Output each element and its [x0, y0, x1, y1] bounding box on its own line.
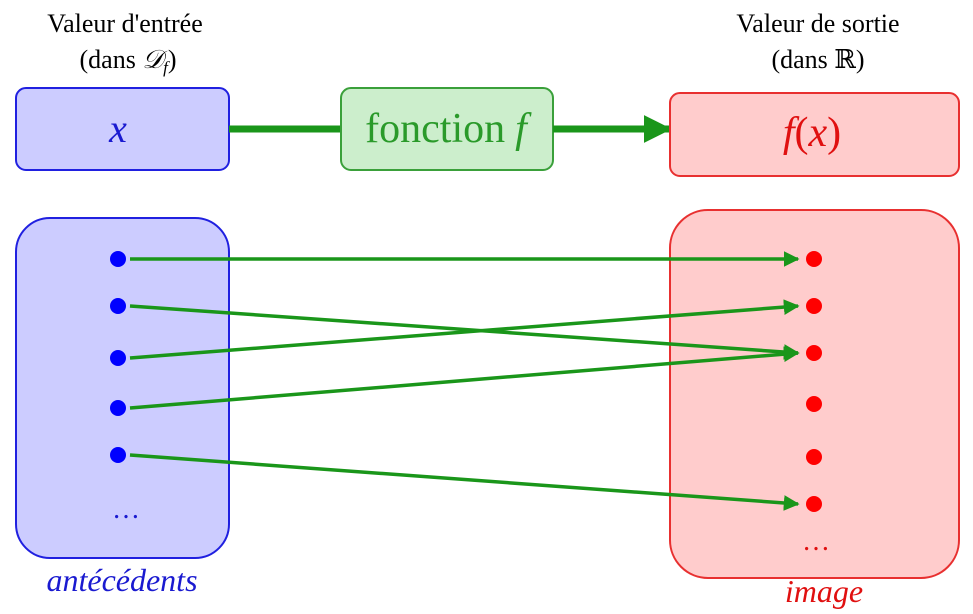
image-point-5 — [806, 449, 822, 465]
input-header-line1: Valeur d'entrée — [47, 9, 203, 38]
image-point-4 — [806, 396, 822, 412]
output-box-label: f(x) — [783, 110, 841, 156]
output-paren-close: ) — [827, 110, 841, 156]
output-box — [669, 92, 960, 177]
domain-point-4 — [110, 400, 126, 416]
output-header-line1: Valeur de sortie — [736, 9, 899, 38]
domain-point-1 — [110, 251, 126, 267]
domain-points — [110, 251, 126, 463]
image-point-6 — [806, 496, 822, 512]
function-word: fonction — [365, 106, 505, 152]
mapping-arrow-2 — [129, 304, 800, 360]
input-box-label: x — [108, 106, 127, 151]
image-set — [669, 209, 960, 579]
input-header-line2: (dans 𝒟f) — [80, 45, 177, 77]
domain-set — [15, 217, 230, 559]
domain-point-3 — [110, 350, 126, 366]
domain-subscript: f — [163, 58, 170, 77]
domain-ellipsis: … — [112, 494, 140, 525]
domain-point-5 — [110, 447, 126, 463]
output-x: x — [808, 110, 828, 156]
image-point-1 — [806, 251, 822, 267]
input-header-suffix: ) — [168, 45, 177, 74]
image-point-2 — [806, 298, 822, 314]
domain-point-2 — [110, 298, 126, 314]
mapping-arrow-5 — [129, 453, 800, 511]
image-ellipsis: … — [802, 526, 830, 557]
mapping-arrow-4 — [129, 346, 800, 410]
image-point-3 — [806, 345, 822, 361]
mapping-arrow-3 — [129, 299, 800, 360]
domain-caption: antécédents — [46, 562, 197, 598]
image-points — [806, 251, 822, 512]
image-caption: image — [785, 573, 863, 609]
input-header-prefix: (dans — [80, 45, 143, 74]
mapping-arrows — [129, 251, 800, 511]
output-paren-open: ( — [795, 110, 809, 156]
output-header-line2: (dans ℝ) — [771, 45, 864, 74]
